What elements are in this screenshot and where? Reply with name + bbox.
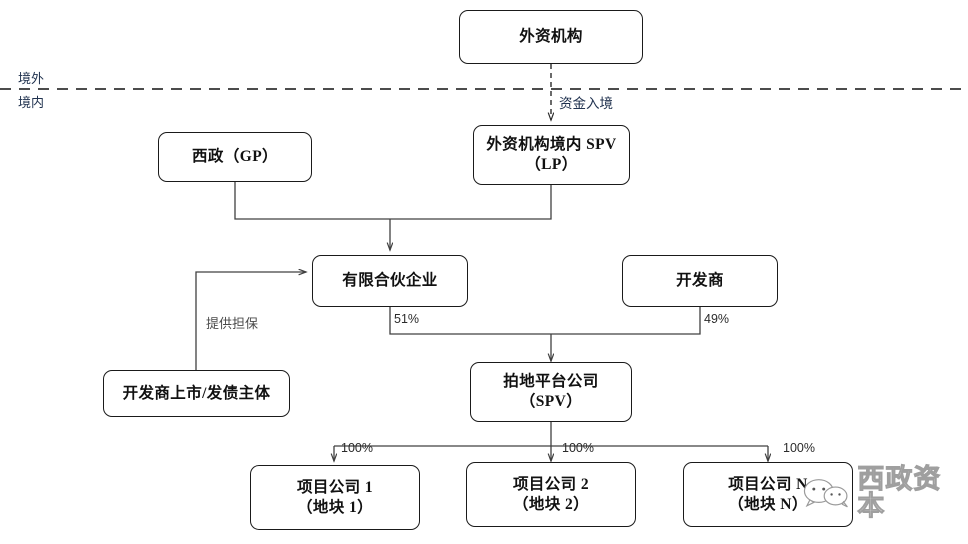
zone-label-onshore: 境内 (18, 95, 45, 110)
node-limited-partnership-label: 有限合伙企业 (342, 272, 438, 290)
edge-lp-to-partnership (390, 185, 552, 220)
node-developer-listed-entity[interactable]: 开发商上市/发债主体 (103, 370, 290, 417)
node-land-platform-spv-sublabel: （SPV） (519, 393, 583, 410)
node-xizheng-gp-label: 西政（GP） (192, 148, 278, 166)
node-project-company-1-label: 项目公司 1 (296, 478, 374, 496)
node-land-platform-spv-label: 拍地平台公司 (503, 373, 599, 391)
node-foreign-institution[interactable]: 外资机构 (459, 10, 643, 64)
node-xizheng-gp[interactable]: 西政（GP） (158, 132, 312, 182)
edge-label-developer-stake: 49% (704, 312, 730, 326)
zone-label-offshore: 境外 (18, 71, 45, 86)
node-onshore-spv-lp-label: 外资机构境内 SPV (486, 136, 617, 154)
node-developer[interactable]: 开发商 (622, 255, 778, 307)
node-project-company-2-label: 项目公司 2 (512, 475, 590, 493)
node-project-company-n[interactable]: 项目公司 N （地块 N） (683, 462, 853, 527)
node-project-company-n-sublabel: （地块 N） (728, 495, 808, 513)
node-project-company-1[interactable]: 项目公司 1 （地块 1） (250, 465, 420, 530)
node-onshore-spv-lp[interactable]: 外资机构境内 SPV （LP） (473, 125, 630, 185)
edge-developer-49 (551, 307, 701, 335)
node-developer-label: 开发商 (676, 272, 724, 290)
node-developer-listed-entity-label: 开发商上市/发债主体 (122, 384, 271, 402)
edge-partnership-51 (389, 307, 551, 335)
edge-label-guarantee: 提供担保 (206, 316, 259, 331)
node-foreign-institution-label: 外资机构 (519, 28, 583, 46)
node-project-company-2-sublabel: （地块 2） (512, 495, 590, 513)
edge-label-project-1-stake: 100% (341, 441, 373, 455)
edge-label-project-2-stake: 100% (562, 441, 594, 455)
edge-gp-to-partnership (234, 182, 390, 220)
edge-label-capital-inflow: 资金入境 (559, 96, 613, 111)
node-project-company-2[interactable]: 项目公司 2 （地块 2） (466, 462, 636, 527)
edge-label-lp-stake: 51% (394, 312, 420, 326)
edge-guarantee (195, 272, 306, 370)
node-limited-partnership[interactable]: 有限合伙企业 (312, 255, 468, 307)
node-onshore-spv-lp-sublabel: （LP） (525, 156, 578, 173)
node-project-company-1-sublabel: （地块 1） (296, 498, 374, 516)
node-project-company-n-label: 项目公司 N (728, 475, 808, 493)
edge-label-project-n-stake: 100% (783, 441, 815, 455)
node-land-platform-spv[interactable]: 拍地平台公司 （SPV） (470, 362, 632, 422)
